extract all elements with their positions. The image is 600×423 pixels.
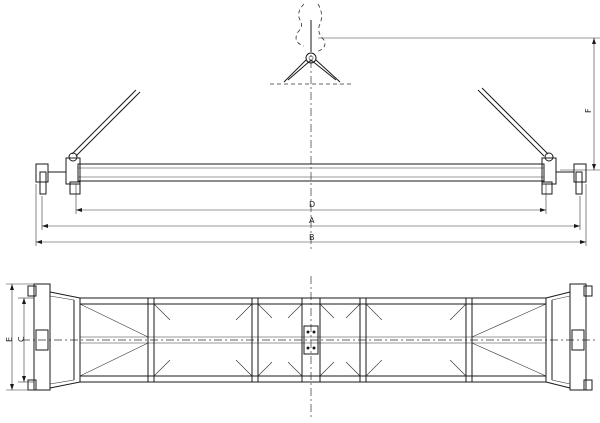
dimension-c-label: C xyxy=(17,336,26,342)
right-end-fitting xyxy=(541,152,587,195)
truss-frame xyxy=(80,297,546,383)
dimension-e: E xyxy=(5,283,34,391)
dimension-e-label: E xyxy=(5,337,14,342)
dimension-a: A xyxy=(41,196,581,230)
dimension-d: D xyxy=(75,184,547,214)
left-end-fitting xyxy=(35,152,81,195)
dimension-b-label: B xyxy=(309,233,315,242)
top-view: E C xyxy=(5,276,596,418)
center-splice xyxy=(303,325,319,355)
spreader-beam xyxy=(77,163,545,182)
truss-bracing xyxy=(79,298,547,382)
lifting-slings xyxy=(71,87,549,157)
dimension-a-label: A xyxy=(309,216,315,225)
dimension-c: C xyxy=(17,297,34,383)
right-tapered-end xyxy=(545,283,593,391)
dimension-f: F xyxy=(318,37,600,171)
dimension-b: B xyxy=(35,184,587,246)
dimension-d-label: D xyxy=(309,200,315,209)
dimension-f-label: F xyxy=(584,108,593,113)
front-view: D A B F xyxy=(35,3,600,250)
left-tapered-end xyxy=(27,283,81,391)
lifting-hook xyxy=(270,3,352,85)
